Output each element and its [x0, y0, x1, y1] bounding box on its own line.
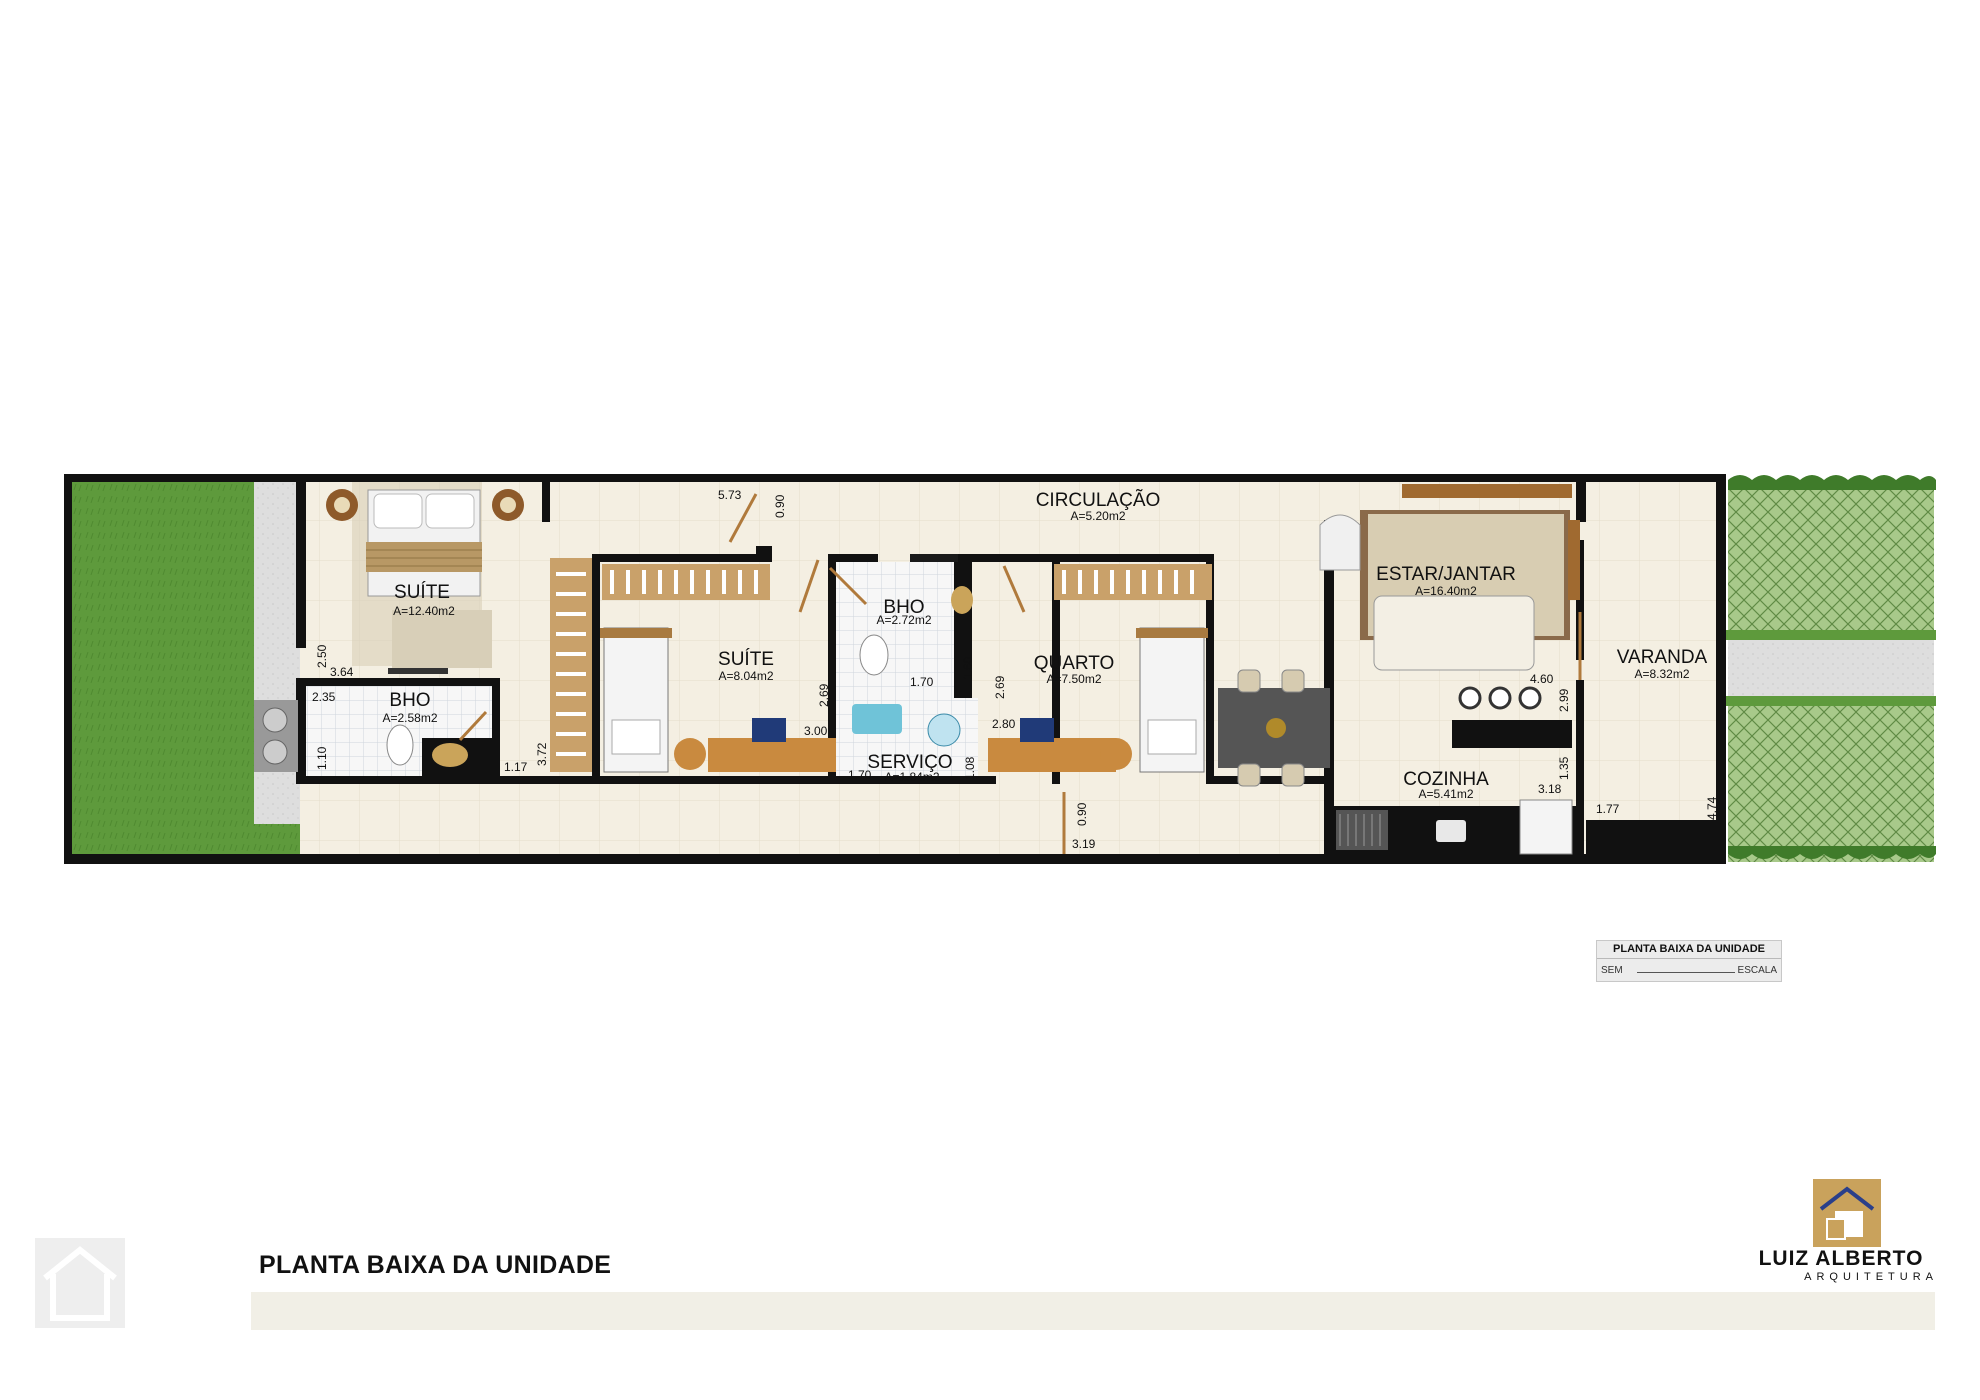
dimension-label: 5.73 — [718, 488, 742, 502]
dimension-label: 2.35 — [312, 690, 336, 704]
room-area-servico: A=1.84m2 — [884, 770, 939, 784]
stamp-left-text: SEM — [1601, 965, 1623, 976]
dimension-label: 1.70 — [910, 675, 934, 689]
dining-table — [1218, 669, 1330, 787]
room-label-bho2: BHO — [883, 597, 924, 618]
dimension-label: 4.60 — [1530, 672, 1554, 686]
quarto-furniture — [988, 627, 1208, 773]
room-area-estar: A=16.40m2 — [1415, 584, 1477, 598]
room-area-suite2: A=8.04m2 — [718, 669, 773, 683]
suite1-furniture — [326, 482, 524, 674]
room-label-suite2: SUÍTE — [718, 649, 774, 670]
dimension-label: 3.18 — [1538, 782, 1562, 796]
bho1-sink — [432, 743, 468, 767]
room-label-quarto: QUARTO — [1034, 653, 1115, 674]
wardrobes — [550, 558, 1212, 772]
dimension-label: 4.74 — [1705, 796, 1719, 820]
dimension-label: 3.72 — [535, 742, 549, 766]
room-label-estar: ESTAR/JANTAR — [1376, 564, 1516, 585]
hedge-top — [1728, 490, 1934, 630]
suite2-furniture — [600, 627, 836, 773]
dimension-label: 2.69 — [993, 675, 1007, 699]
room-label-bho1: BHO — [389, 690, 430, 711]
bho2-toilet — [859, 634, 889, 676]
hedge-border — [1728, 475, 1936, 490]
hedge-bottom — [1728, 706, 1934, 862]
dimension-label: 2.80 — [992, 717, 1016, 731]
bho2-floor — [836, 562, 954, 698]
living-furniture — [1319, 484, 1580, 671]
dimension-label: 1.70 — [848, 768, 872, 782]
dimension-label: 1.60 — [961, 656, 975, 680]
doors — [458, 493, 1582, 854]
hedge-border-bottom — [1728, 846, 1936, 859]
logo-mark-icon — [1813, 1179, 1881, 1247]
dimension-label: 0.90 — [773, 494, 787, 518]
dimension-label: 3.64 — [330, 665, 354, 679]
garden-edge-top — [1724, 630, 1936, 640]
garden-path — [1728, 640, 1934, 696]
room-label-circulacao: CIRCULAÇÃO — [1036, 489, 1161, 511]
room-label-varanda: VARANDA — [1617, 647, 1708, 668]
dimension-label: 2.69 — [817, 683, 831, 707]
room-area-bho2: A=2.72m2 — [876, 613, 931, 627]
room-area-quarto: A=7.50m2 — [1046, 672, 1101, 686]
washer-drum-1 — [262, 707, 288, 733]
dimension-label: 1.17 — [504, 760, 528, 774]
bho1-toilet — [386, 724, 414, 766]
stamp-scale-line — [1637, 972, 1735, 973]
dimension-label: 0.90 — [1075, 802, 1089, 826]
room-label-cozinha: COZINHA — [1403, 769, 1489, 790]
dimension-label: 1.35 — [1557, 756, 1571, 780]
room-area-varanda: A=8.32m2 — [1634, 667, 1689, 681]
footer-band — [251, 1292, 1935, 1330]
logo-subtitle: ARQUITETURA — [1804, 1271, 1938, 1283]
page-title: PLANTA BAIXA DA UNIDADE — [259, 1251, 612, 1279]
room-area-cozinha: A=5.41m2 — [1418, 787, 1473, 801]
room-area-bho1: A=2.58m2 — [382, 711, 437, 725]
kitchen — [1330, 686, 1580, 855]
room-label-servico: SERVIÇO — [867, 752, 952, 773]
stamp-title: PLANTA BAIXA DA UNIDADE — [1597, 941, 1781, 959]
dimension-label: 3.00 — [804, 724, 828, 738]
house-watermark-icon — [35, 1238, 125, 1328]
logo: LUIZ ALBERTO ARQUITETURA — [1744, 1179, 1938, 1283]
servico-washer — [927, 713, 961, 747]
dimension-label: 1.77 — [1596, 802, 1620, 816]
dimension-label: 3.19 — [1072, 837, 1096, 851]
dimension-label: 2.99 — [1557, 688, 1571, 712]
bho2-sink — [951, 586, 973, 614]
stamp-right-text: ESCALA — [1737, 965, 1777, 976]
washer-drum-2 — [262, 739, 288, 765]
side-walkway — [254, 482, 300, 824]
logo-name: LUIZ ALBERTO — [1758, 1247, 1924, 1270]
room-area-suite1: A=12.40m2 — [393, 604, 455, 618]
lawn-left — [72, 482, 254, 854]
servico-tank — [852, 704, 902, 734]
dimension-label: 1.08 — [963, 756, 977, 780]
title-stamp: PLANTA BAIXA DA UNIDADE SEM ESCALA — [1596, 940, 1782, 982]
garden-edge-bottom — [1724, 696, 1936, 706]
room-area-circulacao: A=5.20m2 — [1070, 509, 1125, 523]
dimension-label: 2.50 — [315, 644, 329, 668]
dimension-label: 1.10 — [315, 746, 329, 770]
room-label-suite1: SUÍTE — [394, 582, 450, 603]
